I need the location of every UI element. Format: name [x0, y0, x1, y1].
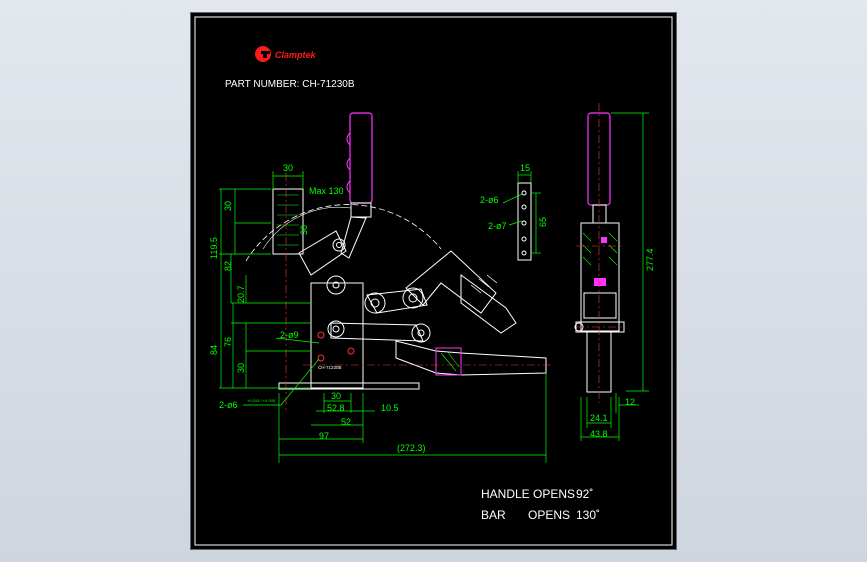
- dim-30-top: 30: [283, 163, 293, 173]
- handle-opens-value: 92˚: [576, 487, 593, 501]
- dim-82: 82: [223, 261, 233, 271]
- dim-43-8: 43.8: [590, 429, 608, 439]
- dim-84: 84: [209, 345, 219, 355]
- dim-hole-2-d9: 2-ø9: [280, 330, 299, 340]
- drawing-sheet: Clamptek PART NUMBER: CH-71230B: [191, 13, 676, 549]
- dim-272-3: (272.3): [397, 443, 426, 453]
- dim-30-c: 30: [236, 363, 246, 373]
- dim-97: 97: [319, 431, 329, 441]
- dim-side-2-d6: 2-ø6: [480, 195, 499, 205]
- dim-side-2-d7: 2-ø7: [488, 221, 507, 231]
- body-marking: CH-71230B: [318, 365, 342, 370]
- dim-76: 76: [223, 337, 233, 347]
- dim-119-5: 119.5: [209, 237, 219, 259]
- dim-65: 65: [538, 217, 548, 227]
- dim-52: 52: [341, 417, 351, 427]
- bar-opens-word: OPENS: [528, 508, 570, 522]
- front-dimension-labels: 30 Max 130 30 30 119.5 82 20.7 84 76 30 …: [209, 163, 426, 453]
- dim-24-1: 24.1: [590, 413, 608, 423]
- dim-277-4: 277.4: [645, 248, 655, 271]
- dim-10-5: 10.5: [381, 403, 399, 413]
- front-view: CH-71230B: [245, 112, 551, 413]
- dim-hole-2-d6: 2-ø6: [219, 400, 238, 410]
- dim-20-7: 20.7: [236, 285, 246, 303]
- part-number: PART NUMBER: CH-71230B: [225, 79, 355, 90]
- dim-52-8: 52.8: [327, 403, 345, 413]
- dim-30-a: 30: [223, 201, 233, 211]
- dim-15: 15: [520, 163, 530, 173]
- spec-block: HANDLE OPENS 92˚ BAR OPENS 130˚: [481, 487, 600, 522]
- mounting-plate-view: 15 65 2-ø6 2-ø7: [480, 163, 548, 261]
- section-view: 277.4 12 24.1 43.8: [574, 103, 655, 441]
- clamptek-logo: Clamptek: [255, 46, 317, 62]
- dim-hole-2-d6-tol: +0.015 / +0.005: [247, 398, 276, 403]
- sheet-border: [194, 16, 673, 546]
- technical-drawing: Clamptek PART NUMBER: CH-71230B: [194, 16, 673, 546]
- logo-text: Clamptek: [275, 50, 317, 60]
- dim-12: 12: [625, 397, 635, 407]
- bar-label: BAR: [481, 508, 506, 522]
- dim-30-base: 30: [331, 391, 341, 401]
- front-dimensions: [219, 171, 547, 463]
- dim-30-b: 30: [299, 225, 309, 235]
- handle-opens-label: HANDLE OPENS: [481, 487, 575, 501]
- bar-opens-value: 130˚: [576, 508, 600, 522]
- dim-max-130: Max 130: [309, 186, 344, 196]
